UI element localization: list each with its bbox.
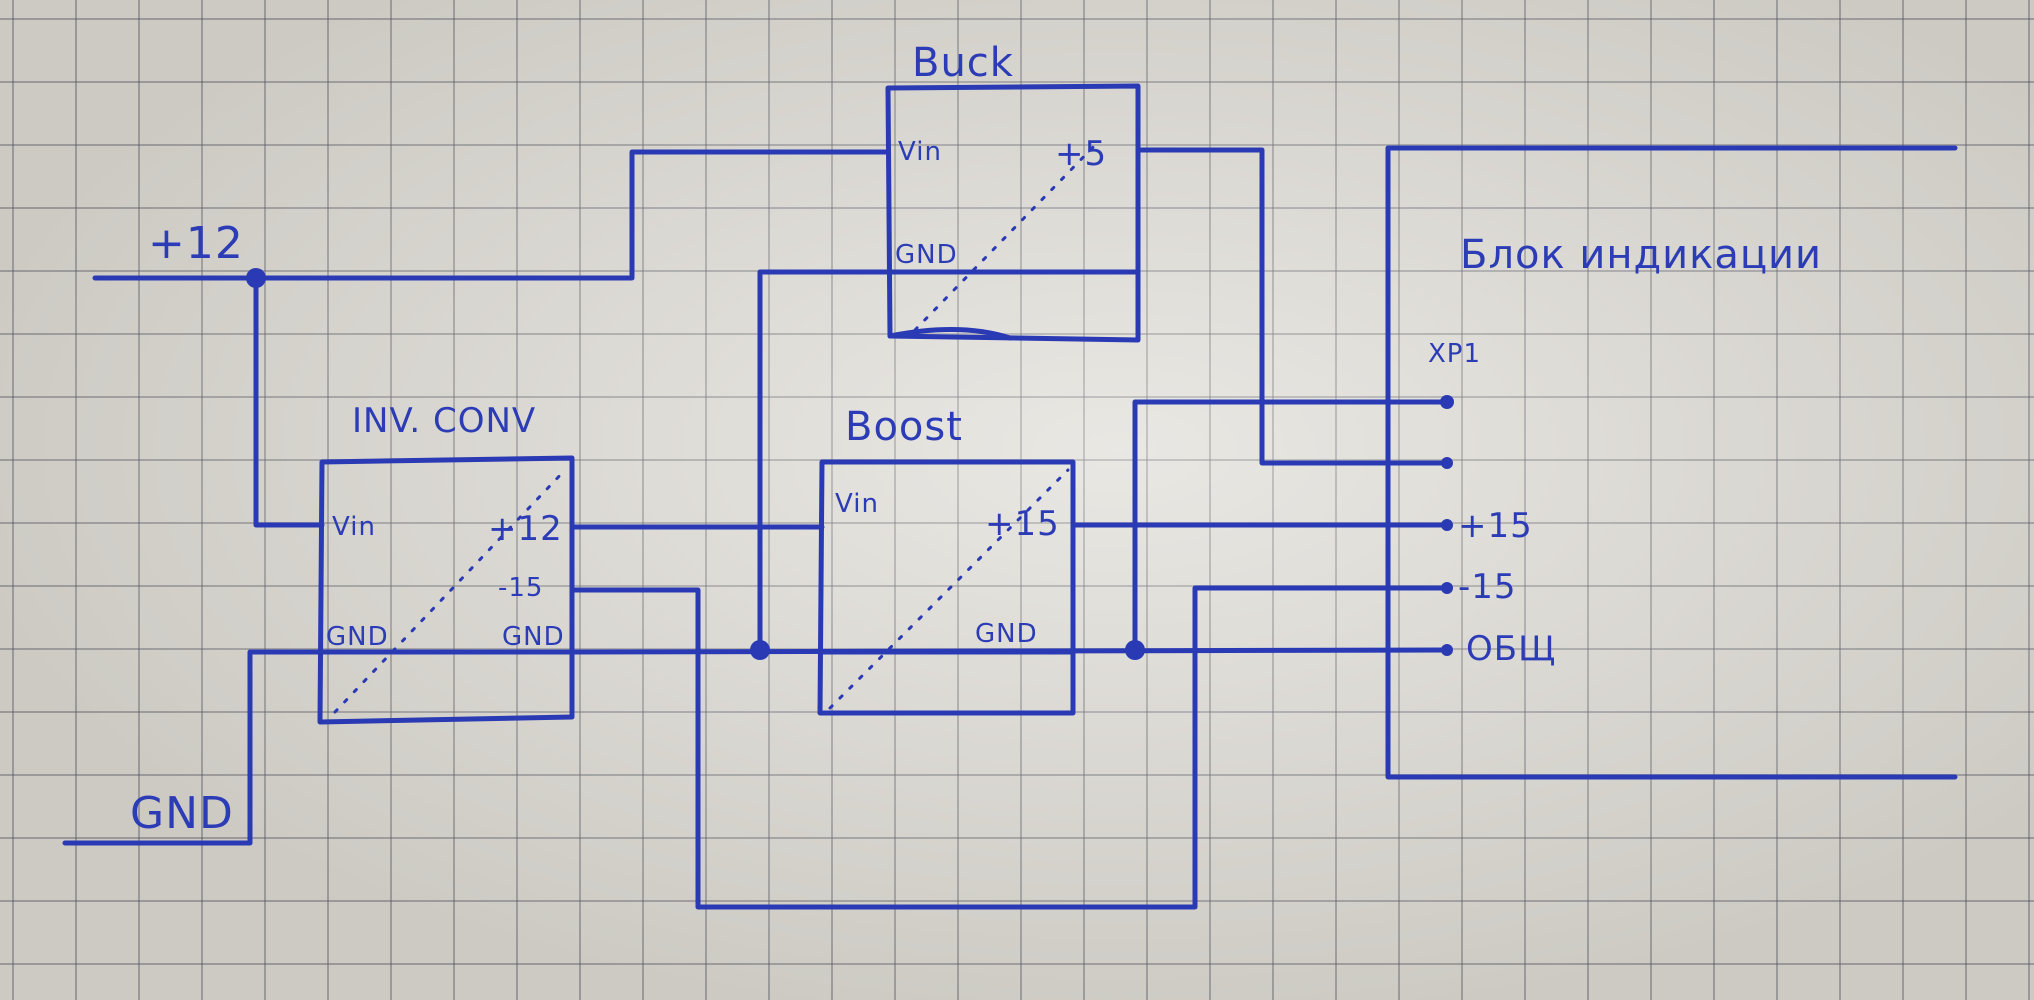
inv-conv-pin-vin: Vin: [332, 512, 376, 542]
inv-conv-pin-gnd-right: GND: [502, 622, 565, 652]
net-label-plus12: +12: [148, 218, 244, 269]
connector-pin-label-minus15: -15: [1458, 567, 1517, 607]
wire-gnd-input: [62, 649, 325, 846]
wire-plus12-to-inv-vin: [253, 275, 325, 528]
junction-gnd-right: [1125, 640, 1145, 660]
indication-block: [1385, 145, 1958, 780]
connector-pin-label-common: ОБЩ: [1466, 629, 1556, 669]
boost-block: [817, 459, 1076, 716]
wires: [62, 147, 1450, 910]
connector-pin-2: [1441, 457, 1453, 469]
inv-conv-title: INV. CONV: [352, 401, 536, 441]
connector-pin-5: [1441, 644, 1453, 656]
connector-pin-label-plus15: +15: [1458, 506, 1533, 546]
boost-pin-vin: Vin: [835, 489, 879, 519]
inv-conv-block: [317, 455, 575, 725]
buck-pin-vin: Vin: [898, 137, 942, 167]
connector-xp1-pins: [1440, 395, 1454, 656]
indication-title: Блок индикации: [1460, 232, 1822, 278]
wire-plus12-input: [92, 149, 891, 281]
junctions: [246, 268, 1145, 660]
boost-title: Boost: [845, 404, 963, 450]
connector-pin-1: [1440, 395, 1454, 409]
inv-conv-pin-plus12: +12: [488, 509, 563, 549]
junction-plus12: [246, 268, 266, 288]
buck-pin-out: +5: [1055, 134, 1107, 174]
inv-conv-pin-minus15: -15: [498, 573, 543, 603]
boost-pin-out: +15: [985, 504, 1060, 544]
connector-pin-4: [1441, 582, 1453, 594]
boost-pin-gnd: GND: [975, 619, 1038, 649]
buck-pin-gnd: GND: [895, 240, 958, 270]
inv-conv-pin-gnd-left: GND: [326, 622, 389, 652]
connector-pin-3: [1441, 519, 1453, 531]
buck-block: [885, 83, 1141, 343]
connector-label-xp1: XP1: [1428, 339, 1481, 369]
buck-title: Buck: [912, 40, 1014, 86]
labels: +12 GND Buck Vin +5 GND INV. CONV Vin +1…: [130, 40, 1822, 839]
wire-buck-plus5: [1135, 147, 1450, 466]
wire-inv-minus15: [569, 585, 1450, 910]
wire-pin1-gnd: [1132, 399, 1450, 653]
junction-gnd-left: [750, 640, 770, 660]
net-label-gnd: GND: [130, 788, 234, 839]
wire-buck-gnd: [757, 269, 891, 653]
